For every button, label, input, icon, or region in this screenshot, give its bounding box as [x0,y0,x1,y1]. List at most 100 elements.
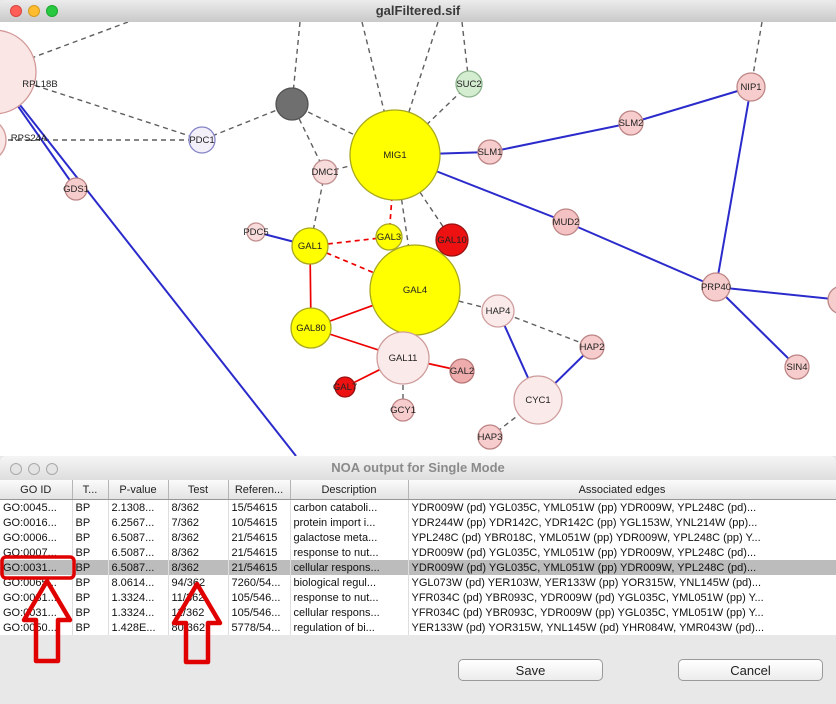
window-controls [10,5,58,17]
graph-edge [565,221,717,288]
node-label: GAL4 [403,285,427,296]
node-HAP2[interactable] [579,334,605,360]
node-HAP4[interactable] [481,294,515,328]
cell-type: BP [72,499,109,515]
node-label: PDC1 [189,135,214,146]
cell-p-value: 1.3324... [108,605,169,620]
node-RPL18B[interactable] [0,29,37,115]
cell-reference: 21/54615 [228,530,291,545]
graph-edge [201,103,293,141]
node-MUD2[interactable] [552,208,580,236]
graph-edge [291,103,396,156]
node-GCY1[interactable] [391,398,415,422]
node-label: SUC2 [456,79,481,90]
cell-description: cellular respons... [290,605,409,620]
node-NIP1[interactable] [736,72,766,102]
node-GDS1[interactable] [64,177,88,201]
cell-go-id: GO:0050... [0,620,73,635]
node-label: SLM1 [478,147,503,158]
node-label: GAL10 [437,235,467,246]
cell-associated-edges: YDR244W (pp) YDR142C, YDR142C (pp) YGL15… [408,515,836,530]
node-PRP40[interactable] [701,272,731,302]
noa-table-container: GO ID T... P-value Test Referen... Descr… [0,480,836,635]
cell-test: 11/362 [168,590,229,605]
col-header-description[interactable]: Description [290,480,409,500]
graph-edge [715,86,752,288]
node-GAL1[interactable] [291,227,329,265]
node-PDC5[interactable] [246,222,266,242]
close-button[interactable] [10,463,22,475]
col-header-go-id[interactable]: GO ID [0,480,73,500]
cell-description: response to nut... [290,545,409,560]
graph-edge [715,286,798,368]
node-MIG1[interactable] [349,109,441,201]
node-dark[interactable] [275,87,309,121]
node-label: MIG1 [383,150,406,161]
zoom-button[interactable] [46,463,58,475]
node-label: GAL80 [296,323,326,334]
node-label: GDS1 [63,184,89,195]
node-GAL7[interactable] [334,376,356,398]
cell-test: 7/362 [168,515,229,530]
cell-test: 8/362 [168,530,229,545]
cell-type: BP [72,515,109,530]
node-DMC1[interactable] [312,159,338,185]
node-SLM2[interactable] [618,110,644,136]
node-label: RPS24A [11,133,48,144]
cell-reference: 10/54615 [228,515,291,530]
cell-reference: 105/546... [228,605,291,620]
cell-p-value: 6.2567... [108,515,169,530]
cell-type: BP [72,560,109,575]
minimize-button[interactable] [28,463,40,475]
noa-results-table: GO ID T... P-value Test Referen... Descr… [0,480,836,635]
node-GAL11[interactable] [376,331,430,385]
node-GAL80[interactable] [290,307,332,349]
minimize-button[interactable] [28,5,40,17]
noa-window: NOA output for Single Mode GO ID T... P-… [0,456,836,704]
network-titlebar: galFiltered.sif [0,0,836,23]
node-label: RPL18B [22,79,57,90]
node-edgeR[interactable] [827,286,836,314]
cancel-button[interactable]: Cancel [678,659,823,681]
col-header-p-value[interactable]: P-value [108,480,169,500]
col-header-reference[interactable]: Referen... [228,480,291,500]
close-button[interactable] [10,5,22,17]
col-header-test[interactable]: Test [168,480,229,500]
node-GAL10[interactable] [435,223,469,257]
node-PDC1[interactable] [188,126,216,154]
node-GAL3[interactable] [375,223,403,251]
node-CYC1[interactable] [513,375,563,425]
cell-p-value: 6.5087... [108,560,169,575]
node-HAP3[interactable] [477,424,503,450]
node-RPS24A[interactable] [0,118,7,162]
node-SLM1[interactable] [477,139,503,165]
node-GAL2[interactable] [449,358,475,384]
graph-edge [630,86,752,124]
col-header-associated-edges[interactable]: Associated edges [408,480,836,500]
node-SIN4[interactable] [784,354,810,380]
col-header-type[interactable]: T... [72,480,109,500]
cell-type: BP [72,620,109,635]
cell-associated-edges: YDR009W (pd) YGL035C, YML051W (pp) YDR00… [408,499,836,515]
save-button[interactable]: Save [458,659,603,681]
cell-go-id: GO:0007... [0,545,73,560]
network-graph: RPL18BRPS24AGDS1PDC1DMC1MIG1SUC2SLM1SLM2… [0,22,836,456]
cell-test: 8/362 [168,545,229,560]
node-SUC2[interactable] [455,70,483,98]
noa-titlebar: NOA output for Single Mode [0,456,836,481]
zoom-button[interactable] [46,5,58,17]
cell-reference: 105/546... [228,590,291,605]
node-label: DMC1 [312,167,339,178]
cell-p-value: 6.5087... [108,530,169,545]
